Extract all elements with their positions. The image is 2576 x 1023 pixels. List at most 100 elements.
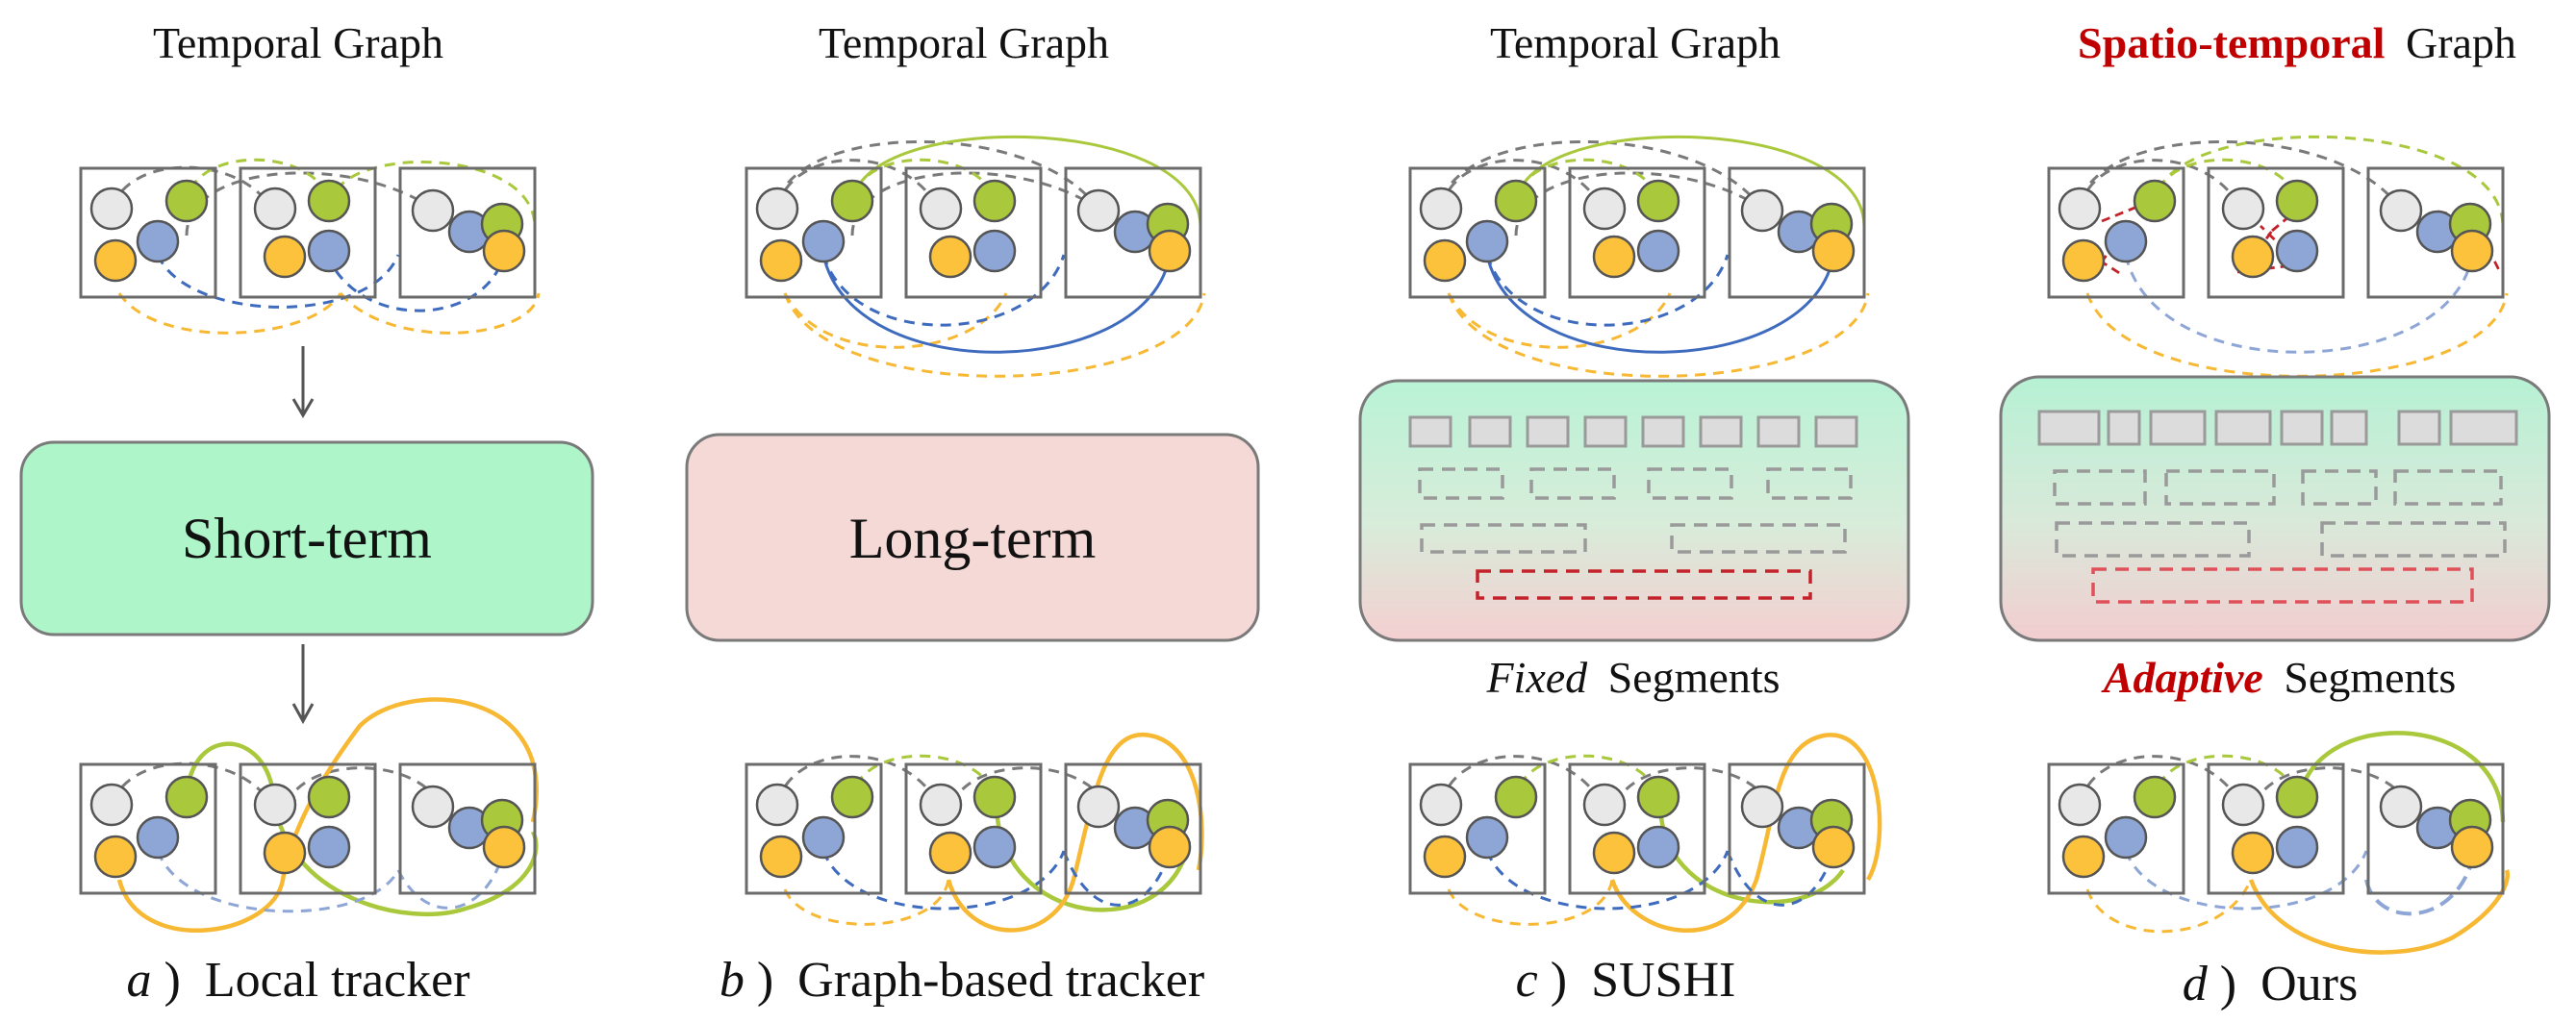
caption-c: c ) SUSHI [1516, 953, 1736, 1008]
caption-d-paren: ) [2220, 957, 2249, 1011]
node-gray-c-top-2 [1582, 187, 1627, 231]
node-gray-b-bottom-2 [919, 783, 963, 827]
node-green-b-top-2 [972, 179, 1017, 223]
frame-a-bottom-1 [79, 762, 217, 895]
node-gray-c-top-1 [1419, 187, 1463, 231]
caption-a-paren: ) [164, 953, 192, 1008]
node-gray-a-bottom-1 [89, 783, 134, 827]
adaptive-segment-row-1 [2037, 410, 2518, 446]
graph-c-bottom [1408, 762, 1866, 895]
graph-b-bottom [745, 762, 1202, 895]
node-yellow-b-top-3 [1148, 229, 1192, 273]
panel-c-top-graph [1437, 135, 1870, 378]
frame-b-top-2 [904, 166, 1043, 299]
node-yellow-b-top-2 [928, 235, 972, 279]
node-green-b-bottom-2 [972, 775, 1017, 819]
node-blue-b-top-1 [801, 219, 846, 263]
frame-d-top-3 [2366, 166, 2505, 299]
frame-c-bottom-1 [1408, 762, 1547, 895]
caption-d-letter: d [2183, 957, 2209, 1011]
node-gray-b-bottom-1 [755, 783, 799, 827]
caption-a-text: Local tracker [205, 953, 470, 1008]
node-yellow-a-top-2 [263, 235, 307, 279]
node-blue-b-bottom-2 [972, 825, 1017, 869]
node-gray-a-bottom-2 [253, 783, 297, 827]
frame-c-top-3 [1728, 166, 1866, 299]
panel-a-title: Temporal Graph [153, 18, 443, 67]
node-blue-d-top-2 [2275, 229, 2319, 273]
graph-c-top [1408, 166, 1866, 299]
node-yellow-a-bottom-1 [93, 835, 138, 879]
node-green-d-top-2 [2275, 179, 2319, 223]
frame-a-bottom-3 [398, 762, 537, 895]
frame-c-bottom-3 [1728, 762, 1866, 895]
node-yellow-d-bottom-2 [2231, 831, 2275, 875]
frame-a-top-2 [239, 166, 377, 299]
short-term-module [19, 440, 594, 636]
node-gray-d-bottom-1 [2058, 783, 2102, 827]
node-blue-b-top-2 [972, 229, 1017, 273]
node-green-c-bottom-1 [1494, 775, 1538, 819]
fixed-word: Fixed [1485, 653, 1588, 702]
node-green-b-top-1 [830, 179, 874, 223]
node-yellow-c-bottom-1 [1423, 835, 1467, 879]
node-yellow-d-top-3 [2450, 229, 2494, 273]
long-term-label: Long-term [849, 507, 1097, 570]
node-yellow-a-bottom-3 [482, 825, 526, 869]
node-yellow-c-top-1 [1423, 238, 1467, 283]
adaptive-word: Adaptive [2101, 653, 2263, 702]
caption-a: a ) Local tracker [126, 953, 469, 1008]
adaptive-segment-row-2 [2053, 469, 2503, 506]
short-term-label: Short-term [182, 507, 432, 570]
node-green-c-bottom-2 [1636, 775, 1680, 819]
node-yellow-d-bottom-3 [2450, 825, 2494, 869]
graph-d-bottom [2047, 762, 2505, 895]
frame-d-bottom-1 [2047, 762, 2185, 895]
caption-a-letter: a [126, 953, 151, 1008]
frame-d-bottom-2 [2207, 762, 2345, 895]
node-green-b-bottom-1 [830, 775, 874, 819]
frame-a-top-1 [79, 166, 217, 299]
node-gray-a-top-3 [411, 188, 455, 233]
panel-c: Fixed Segments [1358, 135, 1910, 933]
frames-layer [79, 166, 2505, 895]
node-yellow-b-bottom-3 [1148, 825, 1192, 869]
fixed-segment-row-2 [1418, 467, 1853, 500]
frame-d-bottom-3 [2366, 762, 2505, 895]
node-yellow-a-top-3 [482, 229, 526, 273]
node-gray-a-top-2 [253, 187, 297, 231]
node-blue-d-bottom-1 [2104, 815, 2148, 860]
node-yellow-d-bottom-1 [2061, 835, 2106, 879]
node-green-d-top-1 [2133, 179, 2177, 223]
frame-b-bottom-2 [904, 762, 1043, 895]
fixed-segment-row-4 [1476, 569, 1812, 600]
long-term-module [685, 433, 1260, 642]
node-gray-c-bottom-2 [1582, 783, 1627, 827]
node-yellow-b-top-1 [759, 238, 803, 283]
node-gray-d-bottom-3 [2379, 785, 2423, 829]
node-blue-d-bottom-2 [2275, 825, 2319, 869]
panel-d: Adaptive Segments [1999, 135, 2551, 955]
frame-a-top-3 [398, 166, 537, 299]
panel-b: Long-term [685, 135, 1260, 933]
graph-b-top [745, 166, 1202, 299]
caption-c-letter: c [1516, 953, 1538, 1008]
fixed-segment-row-1 [1408, 415, 1858, 448]
node-blue-c-bottom-2 [1636, 825, 1680, 869]
node-yellow-b-bottom-2 [928, 831, 972, 875]
frame-d-top-1 [2047, 166, 2185, 299]
node-blue-c-bottom-1 [1465, 815, 1509, 860]
node-blue-a-bottom-2 [307, 825, 351, 869]
node-green-a-bottom-1 [164, 775, 209, 819]
panel-c-title: Temporal Graph [1490, 18, 1780, 67]
node-gray-c-bottom-3 [1740, 785, 1784, 829]
node-green-c-top-2 [1636, 179, 1680, 223]
node-green-a-bottom-2 [307, 775, 351, 819]
node-gray-b-top-3 [1076, 188, 1121, 233]
node-gray-b-top-2 [919, 187, 963, 231]
node-yellow-d-top-1 [2061, 238, 2106, 283]
caption-d-text: Ours [2260, 957, 2358, 1011]
node-green-a-top-2 [307, 179, 351, 223]
panel-d-title-prefix: Spatio-temporal [2078, 18, 2385, 67]
frame-c-top-2 [1568, 166, 1706, 299]
